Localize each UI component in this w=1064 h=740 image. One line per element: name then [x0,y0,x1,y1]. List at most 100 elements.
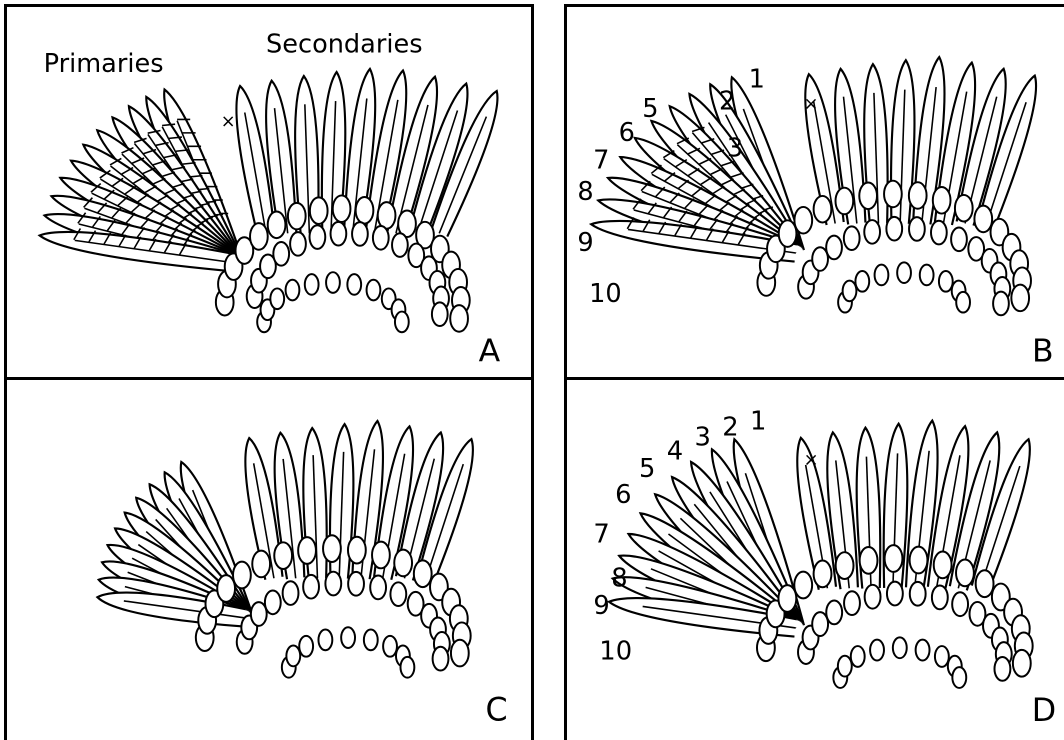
covert-feather [318,629,332,650]
covert-feather [333,195,351,222]
covert-feather [952,592,968,616]
covert-feather [933,187,951,214]
covert-feather [955,195,973,222]
primary-number-10: 10 [599,637,632,667]
covert-feather [305,274,319,295]
covert-feather [864,220,880,244]
primary-number-8: 8 [577,177,593,207]
covert-feather [392,233,408,257]
covert-feather [383,636,397,657]
covert-feather [265,590,281,614]
covert-feather [865,585,881,609]
covert-feather [364,629,378,650]
covert-feather [826,600,842,624]
covert-feather [794,207,812,234]
covert-feather [373,226,389,250]
covert-feather [352,222,368,246]
primary-number-1: 1 [750,407,766,437]
covert-feather [934,551,952,578]
panel-b: 1 2 3 5 6 7 8 9 10 × B [564,4,1064,380]
secondaries-label: Secondaries [266,29,423,59]
covert-feather [450,305,468,332]
primary-number-3: 3 [695,422,711,452]
wing-diagram-b: 1 2 3 5 6 7 8 9 10 × B [567,7,1064,377]
primary-feathers [591,77,804,261]
wing-diagram-d: 1 2 3 4 5 6 7 8 9 10 × D [567,380,1064,740]
gap-marker: × [221,112,236,132]
covert-feather [956,559,974,586]
covert-feather [932,585,948,609]
covert-feather [976,570,994,597]
covert-feather [870,640,884,661]
covert-feather [909,217,925,241]
covert-feather [433,647,449,671]
covert-feather [217,575,235,602]
panel-letter-d: D [1032,693,1056,729]
covert-feather [290,232,306,256]
covert-feather [843,281,857,302]
covert-feather [836,552,854,579]
primary-number-5: 5 [642,94,658,124]
covert-feather [779,220,797,247]
primary-number-6: 6 [619,118,635,148]
covert-feather [298,537,316,564]
covert-feather [814,196,832,223]
covert-feather [794,572,812,599]
primary-number-5: 5 [639,454,655,484]
covert-feather [394,550,412,577]
primary-feathers [40,89,243,271]
covert-feather [370,576,386,600]
panel-a: Primaries Secondaries × A [4,4,534,380]
covert-feather [885,545,903,572]
covert-feather [378,202,396,229]
covert-feather [887,582,903,606]
primary-number-8: 8 [611,563,627,593]
primary-number-6: 6 [615,480,631,510]
panel-d: 1 2 3 4 5 6 7 8 9 10 × D [564,377,1064,740]
gap-marker: × [804,94,819,114]
covert-feather [310,225,326,249]
covert-feather [952,667,966,688]
primary-number-7: 7 [593,145,609,175]
covert-feather [323,535,341,562]
covert-feather [270,288,284,309]
covert-feather [347,274,361,295]
panel-c: C [4,377,534,740]
wing-diagram-a: Primaries Secondaries × A [7,7,531,377]
covert-feather [367,280,381,301]
covert-feather [233,562,251,589]
covert-feather [341,627,355,648]
primary-number-9: 9 [577,228,593,258]
gap-marker: × [804,449,819,470]
primary-number-1: 1 [749,65,765,95]
panel-letter-a: A [479,333,501,369]
covert-feather [283,581,299,605]
covert-feather [400,657,414,678]
primary-number-3: 3 [727,134,743,164]
covert-feather [331,222,347,246]
covert-feather [252,551,270,578]
primary-number-10: 10 [589,279,622,309]
covert-feather [326,272,340,293]
covert-feather [875,265,889,286]
covert-feather [838,656,852,677]
covert-feather [884,181,902,208]
covert-feather [286,280,300,301]
panel-letter-b: B [1032,333,1054,369]
covert-feather [288,203,306,230]
covert-feather [778,585,796,612]
covert-feather [348,537,366,564]
covert-feather [931,221,947,245]
covert-feather [860,547,878,574]
covert-feather [1013,650,1031,677]
primary-number-2: 2 [722,413,738,443]
primary-number-4: 4 [667,436,683,466]
covert-feather [286,646,300,667]
covert-feather [939,271,953,292]
primary-number-9: 9 [593,591,609,621]
primaries-label: Primaries [44,49,164,79]
primary-number-2: 2 [719,86,735,116]
covert-feather [951,227,967,251]
covert-feather [994,657,1010,681]
covert-feather [910,582,926,606]
